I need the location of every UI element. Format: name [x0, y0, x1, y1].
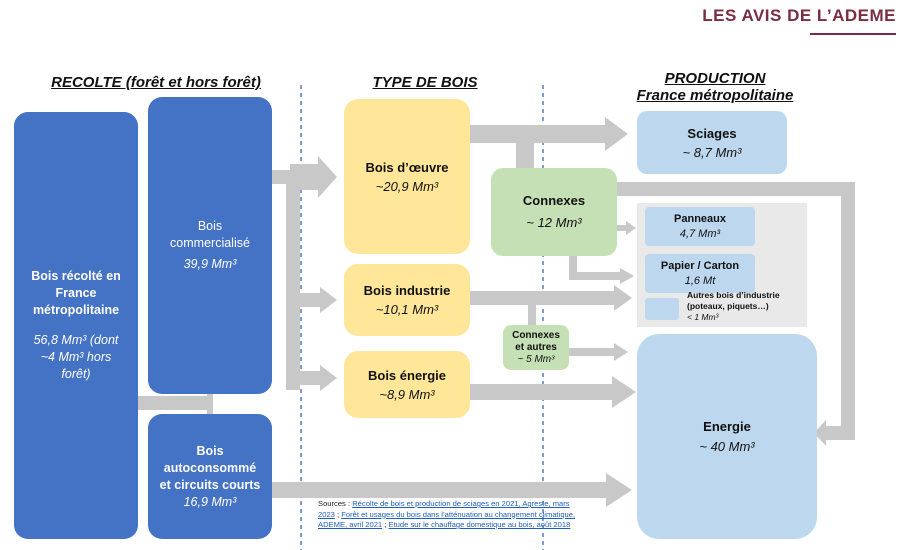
- recolte-label-2: France: [55, 286, 97, 300]
- connexes-label: Connexes: [522, 193, 586, 208]
- arrow-to-energie: [290, 365, 337, 391]
- arrow-trunk-vertical: [286, 170, 300, 390]
- recolte-value-3: forêt): [61, 367, 91, 381]
- industrie-label: Bois industrie: [363, 283, 451, 298]
- sources-note: Sources : Récolte de bois et production …: [318, 499, 580, 531]
- arrow-connexes-panneaux: [616, 221, 636, 235]
- arrow-boisenergie-energie: [468, 376, 636, 408]
- papier-label: Papier / Carton: [660, 259, 740, 272]
- arrow-connexes-papier: [569, 268, 634, 284]
- box-papier-carton: Papier / Carton 1,6 Mt: [645, 254, 755, 293]
- arrow-connexes-energie-h: [617, 182, 855, 196]
- box-bois-oeuvre: Bois d’œuvre ~20,9 Mm³: [344, 99, 470, 254]
- industrie-value: ~10,1 Mm³: [375, 302, 439, 317]
- box-bois-energie: Bois énergie ~8,9 Mm³: [344, 351, 470, 418]
- autoconsomme-label-3: et circuits courts: [159, 477, 261, 492]
- recolte-value-2: ~4 Mm³ hors: [40, 350, 112, 364]
- box-bois-recolte: Bois récolté en France métropolitaine 56…: [14, 112, 138, 539]
- source-link-chauffage[interactable]: Etude sur le chauffage domestique au boi…: [388, 520, 571, 529]
- autres-value: < 1 Mm³: [687, 312, 719, 322]
- connexes2-label-1: Connexes: [512, 329, 560, 341]
- box-sciages: Sciages ~ 8,7 Mm³: [637, 111, 787, 174]
- header-type-bois: TYPE DE BOIS: [372, 74, 478, 91]
- energie-label: Energie: [703, 418, 751, 434]
- autoconsomme-value: 16,9 Mm³: [183, 494, 237, 509]
- panneaux-value: 4,7 Mm³: [679, 227, 721, 240]
- source-link-ademe[interactable]: Forêt et usages du bois dans l’atténuati…: [318, 509, 576, 530]
- sources-prefix: Sources :: [318, 499, 353, 508]
- energie-value: ~ 40 Mm³: [699, 438, 755, 454]
- arrow-connexes2-energie: [568, 343, 628, 361]
- commercialise-label-1: Bois: [197, 219, 223, 233]
- arrow-industrie-connexes2-drop: [528, 301, 536, 327]
- box-connexes-autres: Connexes et autres ~ 5 Mm³: [503, 325, 569, 370]
- header-production-line2: France métropolitaine: [636, 87, 794, 104]
- box-autres-swatch: [645, 298, 679, 320]
- recolte-label-1: Bois récolté en: [31, 269, 121, 283]
- autoconsomme-label-1: Bois: [196, 443, 224, 458]
- panneaux-label: Panneaux: [674, 212, 726, 225]
- bois-energie-value: ~8,9 Mm³: [379, 386, 435, 402]
- header-production-line1: PRODUCTION: [664, 70, 766, 87]
- oeuvre-value: ~20,9 Mm³: [375, 178, 439, 194]
- autres-bois-text: Autres bois d’industrie (poteaux, piquet…: [687, 290, 805, 323]
- brand-title: LES AVIS DE L’ADEME: [702, 6, 896, 25]
- arrow-to-oeuvre: [290, 156, 337, 198]
- autres-label-1: Autres bois d’industrie: [687, 290, 780, 300]
- sources-sep-2: ;: [382, 520, 389, 529]
- sciages-value: ~ 8,7 Mm³: [682, 144, 742, 160]
- box-energie: Energie ~ 40 Mm³: [637, 334, 817, 539]
- box-panneaux: Panneaux 4,7 Mm³: [645, 207, 755, 246]
- autres-label-2: (poteaux, piquets…): [687, 301, 769, 311]
- autoconsomme-label-2: autoconsommé: [163, 460, 257, 475]
- recolte-label-3: métropolitaine: [32, 303, 120, 317]
- brand-underline: [810, 33, 896, 35]
- papier-value: 1,6 Mt: [684, 274, 716, 287]
- bois-energie-label: Bois énergie: [367, 367, 447, 383]
- connexes2-label-2: et autres: [515, 341, 557, 353]
- header-recolte: RECOLTE (forêt et hors forêt): [51, 74, 261, 91]
- box-bois-commercialise: Bois commercialisé 39,9 Mm³: [148, 97, 272, 394]
- arrow-total-connector: [138, 396, 210, 410]
- connexes-value: ~ 12 Mm³: [526, 215, 582, 230]
- commercialise-value: 39,9 Mm³: [183, 257, 237, 271]
- sciages-label: Sciages: [687, 125, 737, 141]
- commercialise-label-2: commercialisé: [170, 236, 250, 250]
- arrow-to-industrie: [290, 287, 337, 313]
- box-connexes: Connexes ~ 12 Mm³: [491, 168, 617, 256]
- arrow-connexes-energie-v: [841, 182, 855, 434]
- box-bois-autoconsomme: Bois autoconsommé et circuits courts 16,…: [148, 414, 272, 539]
- sources-sep-1: ;: [334, 509, 342, 519]
- recolte-value-1: 56,8 Mm³ (dont: [33, 333, 119, 347]
- connexes2-value: ~ 5 Mm³: [517, 353, 555, 365]
- arrow-oeuvre-connexes-drop: [516, 140, 534, 170]
- arrow-oeuvre-sciages: [470, 117, 628, 151]
- source-link-agreste[interactable]: Récolte de bois et production de sciages…: [318, 499, 570, 519]
- arrow-industrie-production: [470, 285, 632, 311]
- arrow-connexes-down: [569, 255, 577, 277]
- header-production: PRODUCTION France métropolitaine: [620, 70, 810, 104]
- oeuvre-label: Bois d’œuvre: [365, 159, 449, 175]
- box-bois-industrie: Bois industrie ~10,1 Mm³: [344, 264, 470, 336]
- arrow-connexes-energie-head: [814, 420, 855, 446]
- arrow-autoconsomme-energie: [272, 473, 632, 507]
